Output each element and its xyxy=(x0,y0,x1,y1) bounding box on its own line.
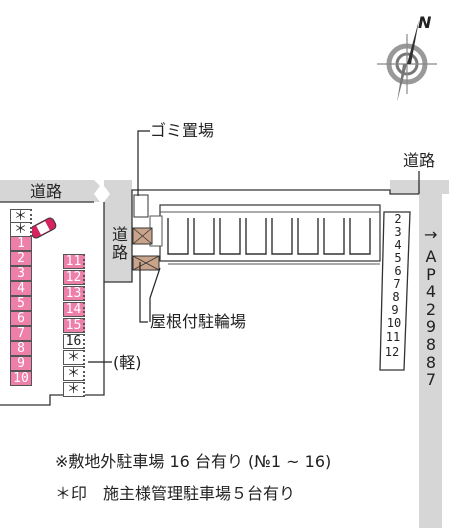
right-parking-stall: 7 xyxy=(393,277,401,291)
right-parking-stall: 10 xyxy=(386,316,402,330)
car-icon xyxy=(29,217,57,239)
parking-stall: 16 xyxy=(63,334,85,349)
garbage-area xyxy=(133,194,149,218)
parking-stall: 14 xyxy=(63,302,85,317)
parking-stall: 8 xyxy=(10,341,32,356)
offsite-parking-note: ※敷地外駐車場 16 台有り (№1 ~ 16) xyxy=(55,452,332,471)
parking-stall: 5 xyxy=(10,296,32,311)
parking-stall: 11 xyxy=(63,254,85,269)
parking-stall: 1 xyxy=(10,236,32,251)
right-parking-stall: 2 xyxy=(394,212,402,226)
parking-stall: 4 xyxy=(10,281,32,296)
parking-stall: 3 xyxy=(10,266,32,281)
right-parking-stall: 6 xyxy=(394,264,402,278)
road-label-right: 道路 xyxy=(403,151,436,170)
building-name-label: AP429887 xyxy=(425,247,437,390)
parking-stall: 12 xyxy=(63,270,85,285)
owner-parking-note: ＊印 施主様管理駐車場５台有り xyxy=(55,484,296,503)
parking-stall: 15 xyxy=(63,318,85,333)
right-parking-stall: 8 xyxy=(392,290,400,304)
right-parking-stall: 5 xyxy=(394,251,402,265)
kei-owner-stall: ＊ xyxy=(63,350,85,365)
compass-rose-icon xyxy=(377,20,437,102)
owner-stall: ＊ xyxy=(10,209,32,224)
right-parking-stall: 9 xyxy=(391,303,399,317)
compass-north-label: N xyxy=(418,13,432,32)
site-boundary xyxy=(0,189,419,406)
garbage-label: ゴミ置場 xyxy=(150,121,215,140)
parking-stall: 13 xyxy=(63,286,85,301)
parking-stall: 9 xyxy=(10,356,32,371)
parking-stall: 7 xyxy=(10,326,32,341)
owner-stall: ＊ xyxy=(10,222,32,237)
right-parking-strip xyxy=(379,211,411,371)
kei-label: (軽) xyxy=(113,353,142,372)
right-parking-stall: 12 xyxy=(384,345,400,359)
road-label-vertical: 道路 xyxy=(111,225,128,262)
bike-parking-label: 屋根付駐輪場 xyxy=(150,312,247,331)
apartment-building xyxy=(149,204,381,265)
building-units xyxy=(167,218,371,255)
road-label-left: 道路 xyxy=(30,182,63,201)
right-parking-stall: 11 xyxy=(385,330,401,344)
parking-stall: 6 xyxy=(10,311,32,326)
right-parking-stall: 4 xyxy=(394,238,402,252)
right-parking-stall: 3 xyxy=(394,225,402,239)
parking-stall: 2 xyxy=(10,251,32,266)
kei-owner-stall: ＊ xyxy=(63,366,85,381)
leader-lines xyxy=(88,130,420,363)
building-arrow: → xyxy=(424,225,438,244)
kei-owner-stall: ＊ xyxy=(63,382,85,397)
parking-stall: 10 xyxy=(10,371,32,386)
